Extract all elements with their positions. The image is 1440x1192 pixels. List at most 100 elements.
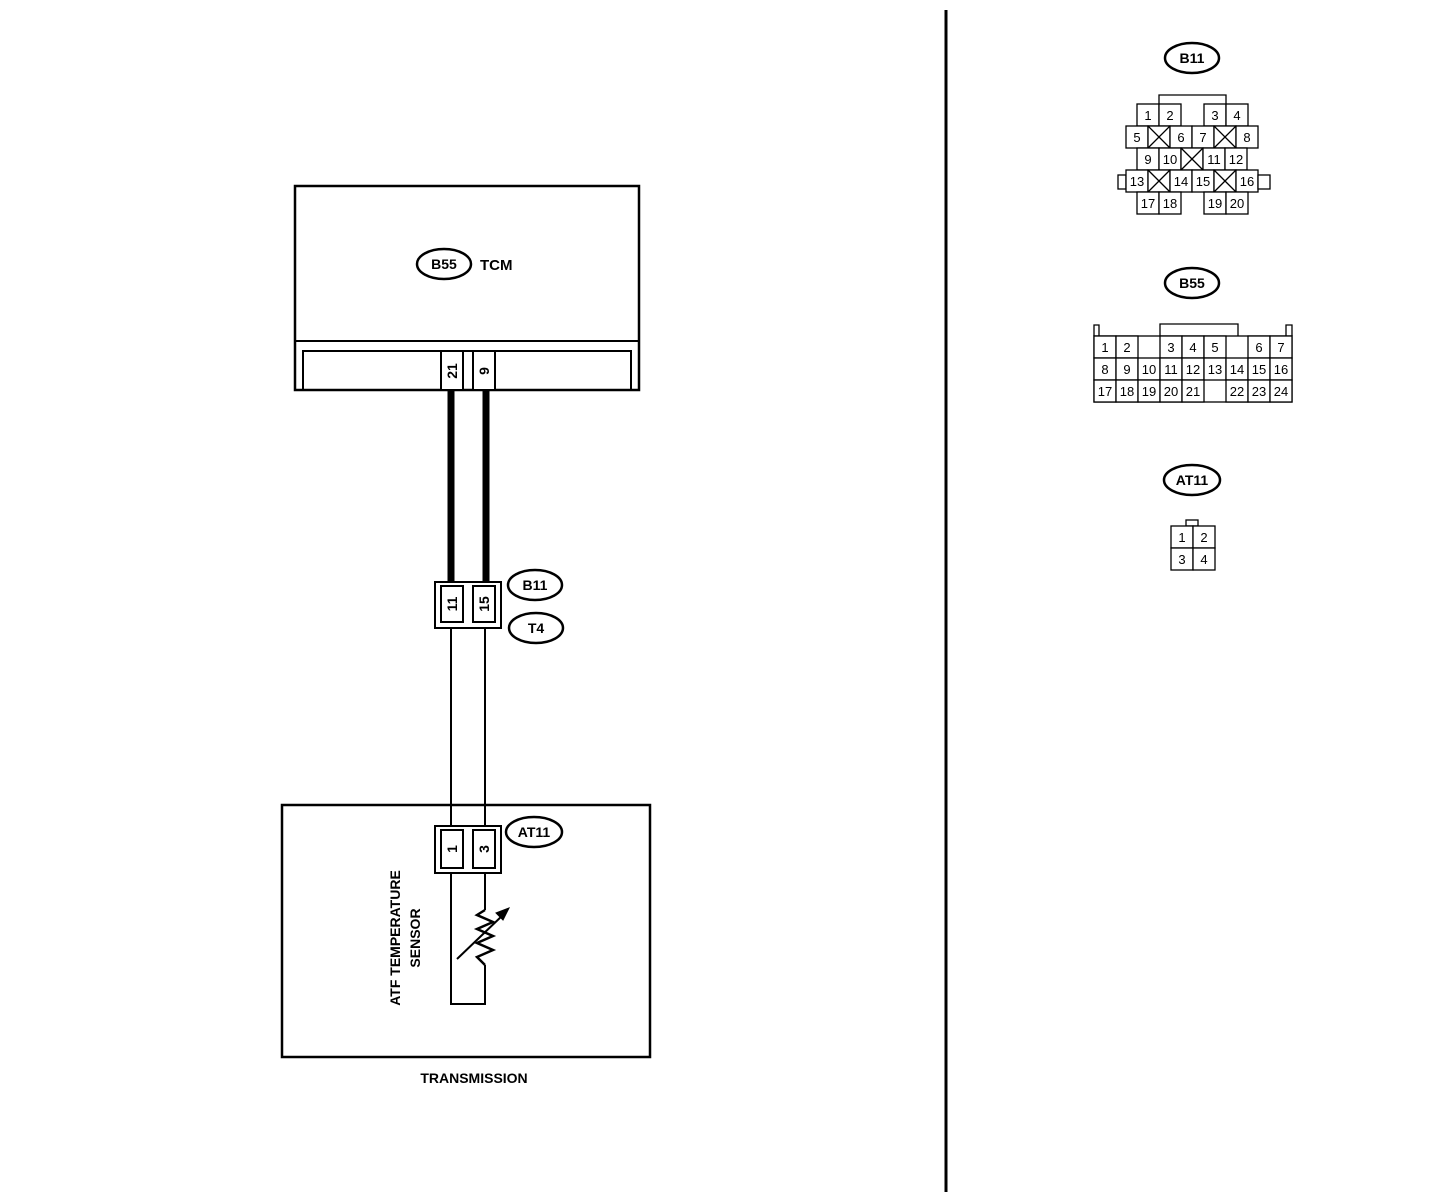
sensor-connector-badge: AT11 bbox=[504, 815, 564, 849]
b11-pin-14-label: 14 bbox=[1174, 174, 1188, 189]
tcm-connector-badge: B55 bbox=[415, 247, 473, 281]
b11-pin-18 bbox=[1158, 191, 1182, 215]
b11-blank-d-blank-mark bbox=[1147, 169, 1171, 193]
b55-pin-22-label: 22 bbox=[1230, 384, 1244, 399]
legend-b55-title: B55 bbox=[1179, 275, 1205, 291]
joint-connector-top-id: B11 bbox=[523, 577, 548, 593]
transmission-outline bbox=[280, 803, 652, 1059]
joint-connector: 11 15 B11 T4 bbox=[434, 568, 565, 645]
b11-blank-b-blank-mark bbox=[1213, 125, 1237, 149]
thermistor-icon bbox=[473, 908, 497, 966]
at11-pin-2-label: 2 bbox=[1200, 530, 1207, 545]
b55-pin-24-label: 24 bbox=[1274, 384, 1288, 399]
tcm-module: B55 TCM 21 9 bbox=[293, 184, 641, 392]
sensor-connector-id: AT11 bbox=[518, 824, 551, 840]
b11-pin-11-label: 11 bbox=[1207, 152, 1221, 167]
legend-at11-badge bbox=[1162, 463, 1222, 497]
b11-blank-e-blank-mark bbox=[1213, 169, 1237, 193]
variable-arrow-icon bbox=[456, 913, 505, 960]
b55-pin-21 bbox=[1181, 379, 1205, 403]
at11-pin-3-label: 3 bbox=[1178, 552, 1185, 567]
joint-terminal-11 bbox=[440, 585, 464, 623]
b55-pin-5-label: 5 bbox=[1211, 340, 1218, 355]
tcm-label: TCM bbox=[480, 257, 513, 274]
b11-pin-6-label: 6 bbox=[1177, 130, 1184, 145]
b11-pin-7-label: 7 bbox=[1199, 130, 1206, 145]
b55-pin-16-label: 16 bbox=[1274, 362, 1288, 377]
legend-b11-badge bbox=[1163, 41, 1221, 75]
b55-lock-left bbox=[1093, 324, 1100, 336]
b55-pin-6-label: 6 bbox=[1255, 340, 1262, 355]
joint-terminal-11-label: 11 bbox=[444, 596, 460, 611]
at11-pin-4 bbox=[1192, 547, 1216, 571]
b11-pin-1-label: 1 bbox=[1144, 108, 1151, 123]
b11-pin-18-label: 18 bbox=[1163, 196, 1177, 211]
b55-lock-right bbox=[1285, 324, 1293, 336]
b55-pin-14-label: 14 bbox=[1230, 362, 1244, 377]
b55-pin-2-label: 2 bbox=[1123, 340, 1130, 355]
at11-pin-4-label: 4 bbox=[1200, 552, 1207, 567]
b55-pin-15-label: 15 bbox=[1252, 362, 1266, 377]
tcm-outline bbox=[293, 184, 641, 392]
sensor-label-line2: SENSOR bbox=[407, 908, 423, 967]
transmission-label: TRANSMISSION bbox=[420, 1070, 527, 1086]
joint-connector-bottom-id: T4 bbox=[528, 620, 545, 636]
b11-pin-2-label: 2 bbox=[1166, 108, 1173, 123]
b11-pin-17-label: 17 bbox=[1141, 196, 1155, 211]
b55-pin-12-label: 12 bbox=[1186, 362, 1200, 377]
b11-pin-4-label: 4 bbox=[1233, 108, 1240, 123]
legend-b55-badge bbox=[1163, 266, 1221, 300]
b55-pin-18-label: 18 bbox=[1120, 384, 1134, 399]
b55-pin-24 bbox=[1269, 379, 1293, 403]
b55-pin-9-label: 9 bbox=[1123, 362, 1130, 377]
legend-b11-title: B11 bbox=[1180, 50, 1205, 66]
legend-at11-title: AT11 bbox=[1176, 472, 1209, 488]
b55-pin-17-label: 17 bbox=[1098, 384, 1112, 399]
b55-pin-20-label: 20 bbox=[1164, 384, 1178, 399]
b11-pin-15-label: 15 bbox=[1196, 174, 1210, 189]
b55-pin-8-label: 8 bbox=[1101, 362, 1108, 377]
sensor-terminal-1-label: 1 bbox=[444, 845, 460, 853]
b11-pin-12-label: 12 bbox=[1229, 152, 1243, 167]
b11-side-lock-right bbox=[1257, 174, 1271, 190]
b11-pin-20 bbox=[1225, 191, 1249, 215]
tcm-connector-housing bbox=[302, 350, 632, 391]
at11-latch bbox=[1185, 519, 1199, 527]
joint-terminal-15-label: 15 bbox=[476, 596, 492, 612]
tcm-terminal-21-label: 21 bbox=[444, 363, 460, 379]
b11-pin-9-label: 9 bbox=[1144, 152, 1151, 167]
b55-pin-13-label: 13 bbox=[1208, 362, 1222, 377]
joint-terminal-15 bbox=[472, 585, 496, 623]
sensor-wire-loop bbox=[450, 873, 486, 1005]
b11-blank-c-blank-mark bbox=[1180, 147, 1204, 171]
b55-pin-4-label: 4 bbox=[1189, 340, 1196, 355]
wires bbox=[447, 390, 490, 830]
sensor-terminal-3 bbox=[472, 829, 496, 869]
b11-pin-13-label: 13 bbox=[1130, 174, 1144, 189]
b11-side-lock-left bbox=[1117, 174, 1127, 190]
b55-pin-11-label: 11 bbox=[1164, 362, 1178, 377]
sensor-label-line1: ATF TEMPERATURE bbox=[387, 870, 403, 1006]
b11-blank-a-blank-mark bbox=[1147, 125, 1171, 149]
b55-pin-3-label: 3 bbox=[1167, 340, 1174, 355]
b55-pin-10-label: 10 bbox=[1142, 362, 1156, 377]
b55-pin-1-label: 1 bbox=[1101, 340, 1108, 355]
b11-latch bbox=[1158, 94, 1227, 104]
b11-pin-16-label: 16 bbox=[1240, 174, 1254, 189]
b55-pin-19-label: 19 bbox=[1142, 384, 1156, 399]
b11-pin-3-label: 3 bbox=[1211, 108, 1218, 123]
b11-pin-20-label: 20 bbox=[1230, 196, 1244, 211]
b55-pin-21-label: 21 bbox=[1186, 384, 1200, 399]
b11-pin-10-label: 10 bbox=[1163, 152, 1177, 167]
joint-connector-badge-top: B11 bbox=[506, 568, 564, 602]
variable-arrowhead-icon bbox=[495, 907, 511, 921]
b55-pin-23-label: 23 bbox=[1252, 384, 1266, 399]
